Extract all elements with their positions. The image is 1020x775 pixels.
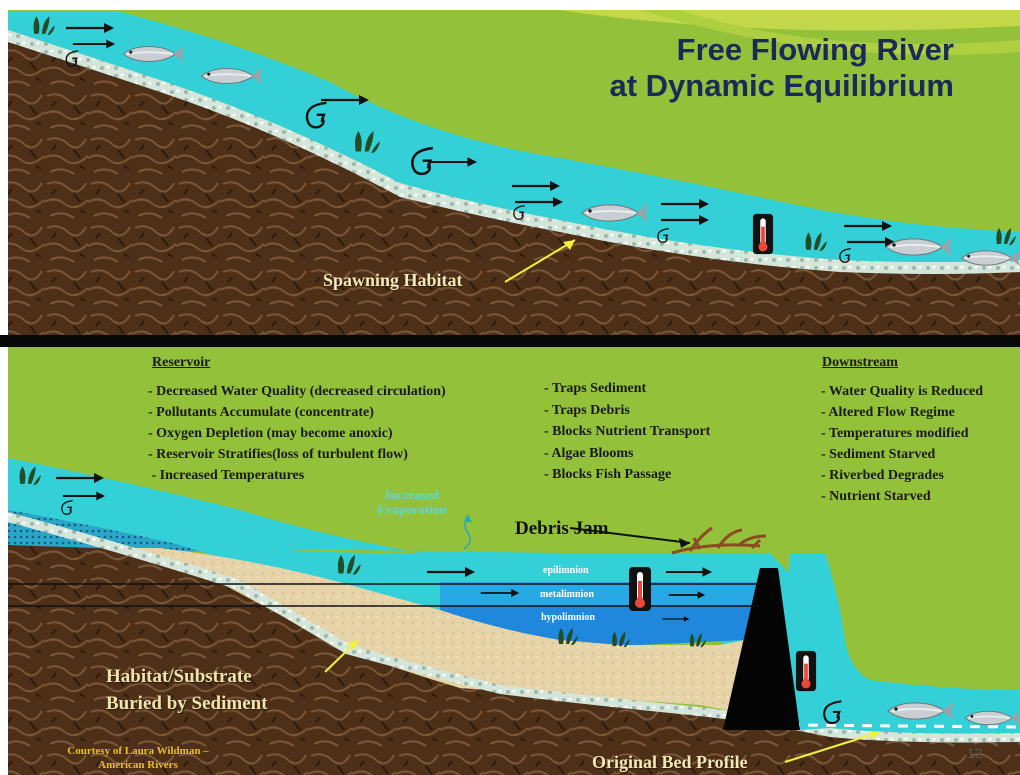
- title-line-1: Free Flowing River: [676, 32, 954, 67]
- list-item: - Reservoir Stratifies(loss of turbulent…: [148, 447, 408, 462]
- dam-effects-list: - Traps Sediment - Traps Debris - Blocks…: [544, 378, 710, 486]
- list-item: - Decreased Water Quality (decreased cir…: [148, 384, 446, 399]
- evaporation-line-1: Increased: [385, 487, 439, 502]
- list-item: - Sediment Starved: [821, 447, 936, 462]
- thermometer-icon: [629, 567, 651, 611]
- debris-jam-label: Debris Jam: [515, 518, 609, 539]
- image-credit: Courtesy of Laura Wildman – American Riv…: [40, 744, 236, 772]
- credit-line-2: American Rivers: [98, 759, 178, 771]
- list-item: - Altered Flow Regime: [821, 405, 955, 420]
- evaporation-line-2: Evaporation: [377, 502, 447, 517]
- list-item: - Oxygen Depletion (may become anoxic): [148, 426, 393, 441]
- list-item: - Water Quality is Reduced: [821, 384, 984, 399]
- thermometer-icon: [795, 650, 817, 692]
- habitat-line-1: Habitat/Substrate: [106, 666, 252, 687]
- list-item: - Blocks Fish Passage: [544, 467, 672, 482]
- list-item: - Blocks Nutrient Transport: [544, 424, 711, 439]
- list-item: - Traps Debris: [544, 402, 630, 418]
- list-item: - Pollutants Accumulate (concentrate): [148, 405, 374, 420]
- debris-branch-icon: [671, 526, 767, 555]
- reservoir-effects-list: - Decreased Water Quality (decreased cir…: [148, 381, 446, 486]
- habitat-buried-label: Habitat/Substrate Buried by Sediment: [106, 663, 268, 717]
- list-item: - Algae Blooms: [544, 445, 634, 461]
- spawning-habitat-label: Spawning Habitat: [323, 270, 463, 290]
- title-line-2: at Dynamic Equilibrium: [609, 68, 954, 103]
- metalimnion-layer: [440, 582, 762, 606]
- top-river-water: [8, 12, 1020, 262]
- original-bed-profile-label: Original Bed Profile: [592, 752, 748, 772]
- epilimnion-label: epilimnion: [543, 565, 589, 576]
- habitat-line-2: Buried by Sediment: [106, 693, 268, 714]
- downstream-water: [780, 553, 1020, 734]
- page-number: 12: [967, 745, 983, 761]
- dam: [723, 568, 800, 730]
- reservoir-heading: Reservoir: [152, 355, 211, 370]
- list-item: - Nutrient Starved: [821, 489, 931, 504]
- downstream-heading: Downstream: [822, 355, 898, 370]
- list-item: - Temperatures modified: [821, 426, 969, 441]
- list-item: - Riverbed Degrades: [821, 468, 944, 483]
- bottom-soil: [8, 520, 1020, 775]
- evaporation-label: Increased Evaporation: [364, 487, 460, 517]
- metalimnion-label: metalimnion: [540, 589, 594, 600]
- list-item: - Increased Temperatures: [148, 468, 305, 483]
- thermometer-icon: [752, 213, 774, 255]
- credit-line-1: Courtesy of Laura Wildman –: [67, 745, 209, 757]
- top-soil: [8, 40, 1020, 335]
- panel-divider: [0, 335, 1020, 347]
- hypolimnion-label: hypolimnion: [541, 612, 595, 623]
- diagram-title: Free Flowing River at Dynamic Equilibriu…: [560, 32, 954, 104]
- trapped-sediment: [120, 548, 780, 720]
- downstream-effects-list: - Water Quality is Reduced - Altered Flo…: [821, 381, 983, 507]
- list-item: - Traps Sediment: [544, 381, 647, 396]
